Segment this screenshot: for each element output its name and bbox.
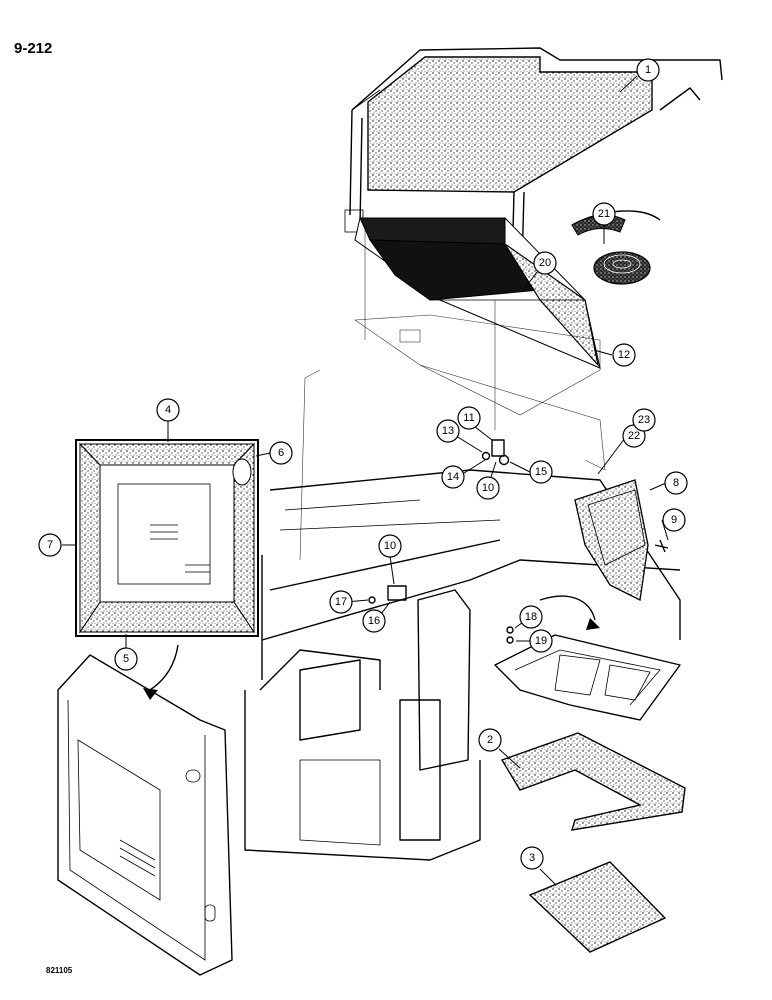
side-access-cover — [574, 479, 669, 601]
svg-text:23: 23 — [638, 414, 650, 426]
foam-tape-roll — [571, 210, 661, 285]
svg-text:9: 9 — [671, 514, 677, 526]
drawing-reference-code: 821105 — [46, 966, 73, 975]
callout-5: 5 — [114, 647, 138, 671]
callout-21: 21 — [592, 202, 616, 226]
cab-door-panel — [57, 644, 233, 976]
mounting-ghost-lines — [299, 314, 606, 561]
svg-text:14: 14 — [447, 471, 459, 483]
floor-mat-lower — [528, 861, 667, 953]
svg-text:8: 8 — [673, 477, 679, 489]
svg-text:21: 21 — [598, 208, 610, 220]
callout-18: 18 — [519, 605, 543, 629]
svg-text:4: 4 — [165, 404, 171, 416]
callout-1: 1 — [636, 58, 660, 82]
callout-7: 7 — [38, 533, 62, 557]
floor-mat-upper — [500, 732, 686, 831]
svg-text:2: 2 — [487, 734, 493, 746]
svg-text:20: 20 — [539, 257, 551, 269]
callout-9: 9 — [662, 508, 686, 532]
callout-15: 15 — [529, 460, 553, 484]
callout-4: 4 — [156, 398, 180, 422]
leader-lines — [62, 75, 669, 886]
cab-lower-body — [244, 469, 681, 861]
callout-14: 14 — [441, 465, 465, 489]
callout-12: 12 — [612, 343, 636, 367]
svg-text:10: 10 — [384, 540, 396, 552]
svg-text:22: 22 — [628, 430, 640, 442]
callout-17: 17 — [329, 590, 353, 614]
svg-text:16: 16 — [368, 615, 380, 627]
headliner-pad — [367, 56, 653, 193]
svg-text:7: 7 — [47, 539, 53, 551]
svg-text:11: 11 — [463, 412, 474, 424]
svg-text:10: 10 — [482, 482, 494, 494]
svg-text:12: 12 — [618, 349, 630, 361]
svg-text:15: 15 — [535, 466, 547, 478]
callout-8: 8 — [664, 471, 688, 495]
callout-10-upper: 10 — [476, 476, 500, 500]
callout-20: 20 — [533, 251, 557, 275]
callout-10-lower: 10 — [378, 534, 402, 558]
floor-pedal-plate — [494, 595, 681, 721]
svg-text:17: 17 — [335, 596, 347, 608]
svg-text:1: 1 — [645, 64, 651, 76]
callout-13: 13 — [436, 419, 460, 443]
svg-text:18: 18 — [525, 611, 537, 623]
svg-text:19: 19 — [535, 635, 547, 647]
callout-19: 19 — [529, 629, 553, 653]
callout-11: 11 — [457, 406, 481, 430]
callout-2: 2 — [478, 728, 502, 752]
svg-text:6: 6 — [278, 447, 284, 459]
callout-16: 16 — [362, 609, 386, 633]
svg-text:5: 5 — [123, 653, 129, 665]
callout-3: 3 — [520, 846, 544, 870]
overhead-console-panel — [354, 217, 601, 430]
door-liner-detail-inset — [75, 439, 259, 637]
page-number: 9-212 — [14, 40, 53, 57]
latch-hardware — [368, 439, 514, 644]
svg-text:3: 3 — [529, 852, 535, 864]
callout-23: 23 — [632, 408, 656, 432]
svg-text:13: 13 — [442, 425, 454, 437]
callout-6: 6 — [269, 441, 293, 465]
